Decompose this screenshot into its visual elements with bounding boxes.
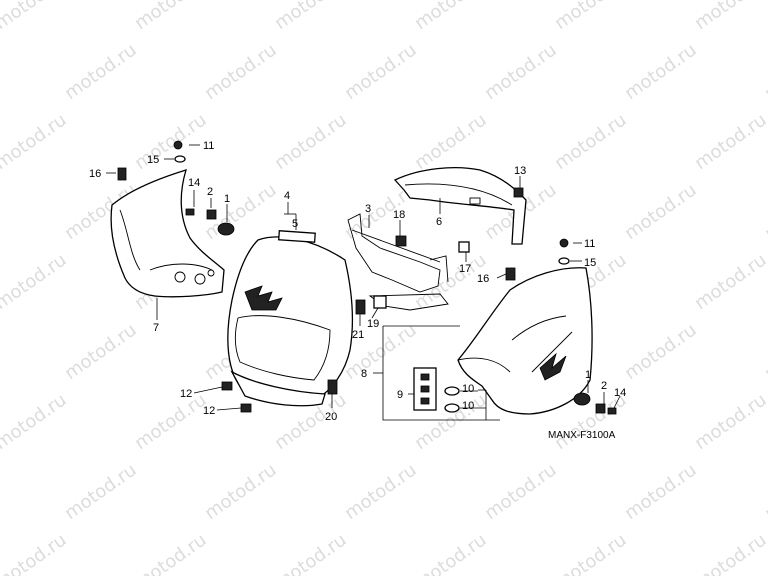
callout-17: 17: [459, 263, 471, 275]
watermark-text: motod.ru: [621, 40, 701, 105]
watermark-text: motod.ru: [131, 110, 211, 175]
watermark-text: motod.ru: [481, 460, 561, 525]
diagram-code: MANX-F3100A: [548, 430, 616, 441]
watermark-text: motod.ru: [0, 0, 71, 34]
watermark-text: motod.ru: [131, 0, 211, 34]
callout-1-left: 1: [224, 193, 230, 205]
callout-4: 4: [284, 190, 290, 202]
callout-11-left: 11: [203, 140, 214, 152]
watermark-text: motod.ru: [0, 180, 1, 245]
watermark-text: motod.ru: [691, 390, 768, 455]
watermark-text: motod.ru: [551, 110, 631, 175]
watermark-text: motod.ru: [761, 180, 768, 245]
watermark-text: motod.ru: [551, 530, 631, 576]
watermark-text: motod.ru: [621, 460, 701, 525]
watermark-text: motod.ru: [761, 460, 768, 525]
watermark-text: motod.ru: [621, 320, 701, 385]
watermark-text: motod.ru: [691, 110, 768, 175]
callout-10-upper: 10: [462, 383, 474, 395]
watermark-text: motod.ru: [131, 390, 211, 455]
callout-labels: 11 15 16 14 2 1 4 5 7 3 18 6 13 17 19 21…: [89, 140, 626, 423]
watermark-text: motod.ru: [61, 40, 141, 105]
watermark-text: motod.ru: [0, 530, 71, 576]
callout-3: 3: [365, 203, 371, 215]
watermark-text: motod.ru: [0, 40, 1, 105]
upper-front-cowl: [227, 230, 354, 405]
left-side-cowl: [110, 169, 225, 298]
watermark-text: motod.ru: [0, 320, 1, 385]
watermark-text: motod.ru: [341, 460, 421, 525]
watermark-text: motod.ru: [691, 250, 768, 315]
watermark-text: motod.ru: [621, 180, 701, 245]
watermark-text: motod.ru: [551, 0, 631, 34]
watermark-text: motod.ru: [201, 460, 281, 525]
lower-front-cowl: [230, 370, 326, 407]
watermark-text: motod.ru: [0, 460, 1, 525]
callout-1-right: 1: [585, 369, 591, 381]
callout-6: 6: [436, 216, 442, 228]
callout-21: 21: [352, 329, 364, 341]
panel-9: [413, 367, 437, 411]
watermark-text: motod.ru: [271, 110, 351, 175]
callout-2-right: 2: [601, 380, 607, 392]
watermark-text: motod.ru: [0, 110, 71, 175]
callout-18: 18: [393, 209, 405, 221]
callout-7: 7: [153, 322, 159, 334]
callout-5: 5: [292, 218, 298, 230]
watermark-text: motod.ru: [481, 40, 561, 105]
watermark-text: motod.ru: [61, 320, 141, 385]
watermark-text: motod.ru: [271, 0, 351, 34]
watermark-text: motod.ru: [411, 110, 491, 175]
callout-16-right: 16: [477, 273, 489, 285]
watermark-text: motod.ru: [341, 40, 421, 105]
callout-19: 19: [367, 318, 379, 330]
watermark-text: motod.ru: [61, 460, 141, 525]
watermark-text: motod.ru: [761, 40, 768, 105]
callout-12-upper: 12: [180, 388, 192, 400]
watermark-text: motod.ru: [271, 530, 351, 576]
watermark-text: motod.ru: [131, 530, 211, 576]
clip-17: [458, 241, 470, 253]
watermark-text: motod.ru: [411, 530, 491, 576]
watermark-text: motod.ru: [0, 390, 71, 455]
callout-14-left: 14: [188, 177, 200, 189]
callout-13: 13: [514, 165, 526, 177]
callout-15-right: 15: [584, 257, 596, 269]
callout-9: 9: [397, 389, 403, 401]
watermark-text: motod.ru: [0, 250, 71, 315]
right-side-cowl: [457, 267, 593, 415]
callout-16-left: 16: [89, 168, 101, 180]
watermark-text: motod.ru: [691, 530, 768, 576]
callout-14-right: 14: [614, 387, 626, 399]
callout-11-right: 11: [584, 238, 595, 250]
callout-2-left: 2: [207, 186, 213, 198]
callout-20: 20: [325, 411, 337, 423]
watermark-text: motod.ru: [691, 0, 768, 34]
watermark-text: motod.ru: [761, 320, 768, 385]
callout-10-lower: 10: [462, 400, 474, 412]
watermark-text: motod.ru: [201, 40, 281, 105]
callout-15-left: 15: [147, 154, 159, 166]
callout-8: 8: [361, 368, 367, 380]
leader-lines: [106, 144, 621, 421]
callout-12-lower: 12: [203, 405, 215, 417]
watermark-text: motod.ru: [411, 0, 491, 34]
